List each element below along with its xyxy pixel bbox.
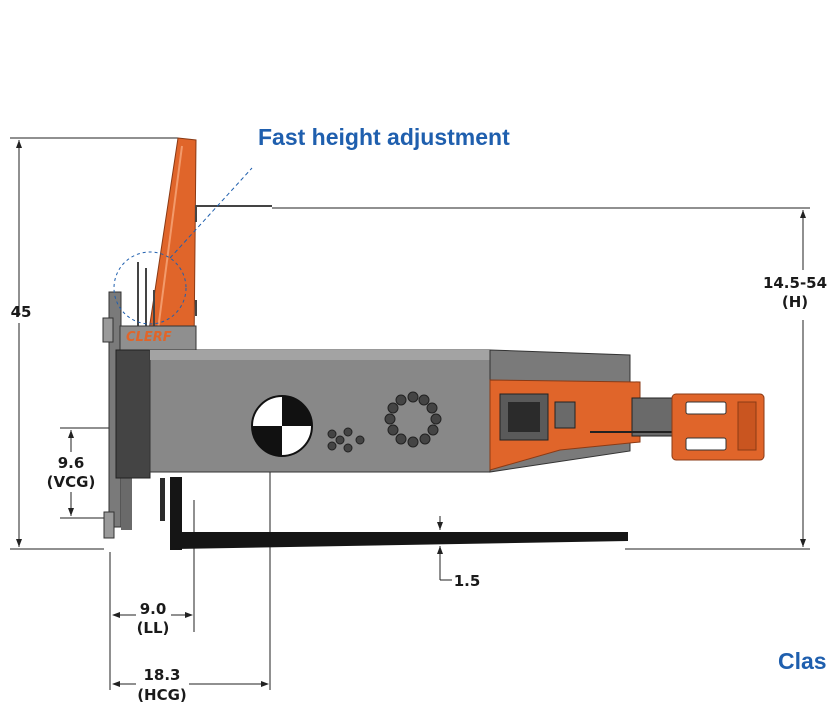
actuator-assembly [489, 379, 765, 471]
dimension-arrowheads [16, 140, 806, 687]
fork-height-value: 14.5-54 [762, 274, 828, 292]
hcg-code: (HCG) [137, 686, 187, 704]
gear-ring [384, 391, 442, 448]
height-adjustment-handle [137, 205, 272, 330]
forks [160, 477, 628, 550]
bolt-cluster [327, 427, 365, 453]
brand-logo: CLERF [126, 330, 172, 345]
overall-height-label: 45 [10, 303, 32, 321]
ll-value: 9.0 [139, 600, 167, 618]
ll-code: (LL) [136, 619, 170, 637]
cut-off-callout: Clas [778, 648, 827, 674]
fast-height-adjustment-callout: Fast height adjustment [258, 124, 510, 150]
fork-height-code: (H) [781, 293, 809, 311]
vcg-code: (VCG) [46, 473, 96, 491]
hcg-value: 18.3 [143, 666, 181, 684]
dimension-lines [10, 137, 810, 690]
center-of-gravity-marker [251, 395, 313, 457]
callout-leader [113, 167, 253, 325]
fork-thickness-label: 1.5 [453, 572, 481, 590]
vcg-value: 9.6 [57, 454, 85, 472]
